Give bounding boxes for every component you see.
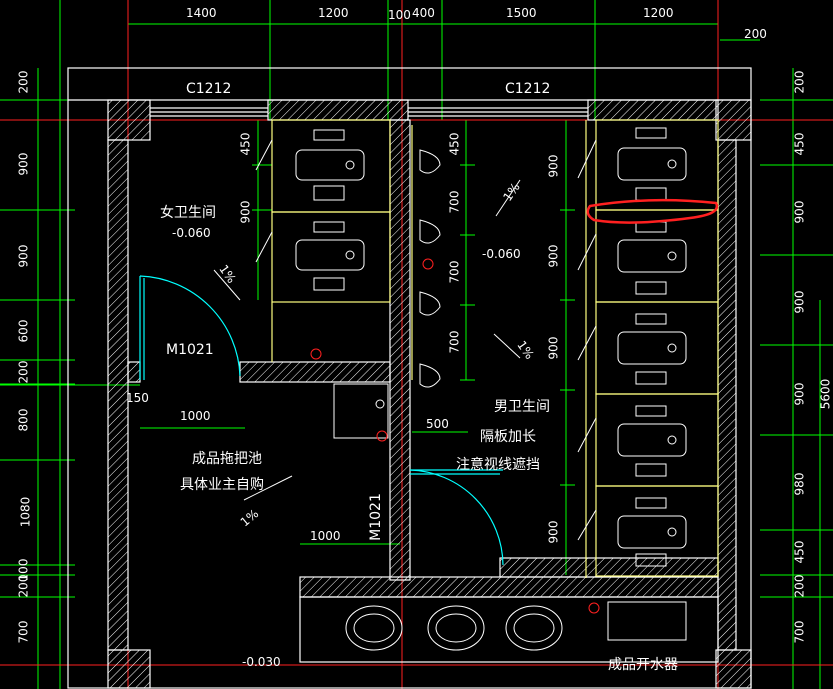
dim-left-1: 200 xyxy=(16,70,31,94)
floor-drains xyxy=(310,258,600,614)
owner-purchase-label: 具体业主自购 xyxy=(180,477,264,493)
dim-right-9: 700 xyxy=(792,620,807,644)
fixtures xyxy=(255,127,687,651)
window-label-1: C1212 xyxy=(186,81,232,97)
mop-sink-label: 成品拖把池 xyxy=(192,451,262,467)
dim-men-stall-3: 900 xyxy=(546,336,561,360)
dim-1000-a: 1000 xyxy=(180,409,211,423)
dim-right-7: 450 xyxy=(792,540,807,564)
dim-urinal-4: 700 xyxy=(447,330,462,354)
dim-left-4: 600 xyxy=(16,319,31,343)
women-restroom-label: 女卫生间 xyxy=(160,205,216,221)
women-level-label: -0.060 xyxy=(172,226,211,240)
dim-left-7: 800 xyxy=(16,408,31,432)
highlight-annotation xyxy=(586,198,719,224)
men-level-label: -0.060 xyxy=(482,247,521,261)
dim-top-4: 400 xyxy=(412,6,435,20)
slope-arrows xyxy=(213,179,521,501)
floor-level-bottom: -0.030 xyxy=(242,655,281,669)
dim-men-stall-1: 900 xyxy=(546,154,561,178)
dim-500: 500 xyxy=(426,417,449,431)
dim-men-stall-2: 900 xyxy=(546,244,561,268)
partition-note: 隔板加长 xyxy=(480,429,536,445)
dim-top-3: 100 xyxy=(388,8,411,22)
dim-150: 150 xyxy=(126,391,149,405)
dim-top-right: 200 xyxy=(744,27,767,41)
dim-1000-b: 1000 xyxy=(310,529,341,543)
dim-right-4: 900 xyxy=(792,290,807,314)
dim-right-3: 900 xyxy=(792,200,807,224)
partitions xyxy=(271,119,719,578)
dim-right-6: 980 xyxy=(792,472,807,496)
dim-left-5: 200 xyxy=(16,360,31,384)
dim-right-5: 900 xyxy=(792,382,807,406)
dim-women-stall-2: 900 xyxy=(238,200,253,224)
window-label-2: C1212 xyxy=(505,81,551,97)
dim-top-1: 1400 xyxy=(186,6,217,20)
door-label-women: M1021 xyxy=(166,342,214,358)
dim-right-edge: 5600 xyxy=(818,378,833,410)
walls xyxy=(67,67,752,689)
dim-women-stall-1: 450 xyxy=(238,132,253,156)
dim-left-3: 900 xyxy=(16,244,31,268)
dim-left-8: 1080 xyxy=(18,496,33,528)
water-boiler-label: 成品开水器 xyxy=(608,657,678,673)
dim-urinal-2: 700 xyxy=(447,190,462,214)
dim-right-8: 200 xyxy=(792,574,807,598)
dim-top-6: 1200 xyxy=(643,6,674,20)
dim-right-2: 450 xyxy=(792,132,807,156)
dim-top-2: 1200 xyxy=(318,6,349,20)
dim-left-10: 200 xyxy=(16,574,31,598)
sightline-note: 注意视线遮挡 xyxy=(456,457,540,473)
dim-right-1: 200 xyxy=(792,70,807,94)
dim-top-5: 1500 xyxy=(506,6,537,20)
dim-left-2: 900 xyxy=(16,152,31,176)
men-restroom-label: 男卫生间 xyxy=(494,399,550,415)
dim-left-11: 700 xyxy=(16,620,31,644)
dim-urinal-3: 700 xyxy=(447,260,462,284)
dim-urinal-1: 450 xyxy=(447,132,462,156)
door-label-men: M1021 xyxy=(367,493,384,541)
dim-men-stall-4: 900 xyxy=(546,520,561,544)
doors xyxy=(139,275,504,566)
